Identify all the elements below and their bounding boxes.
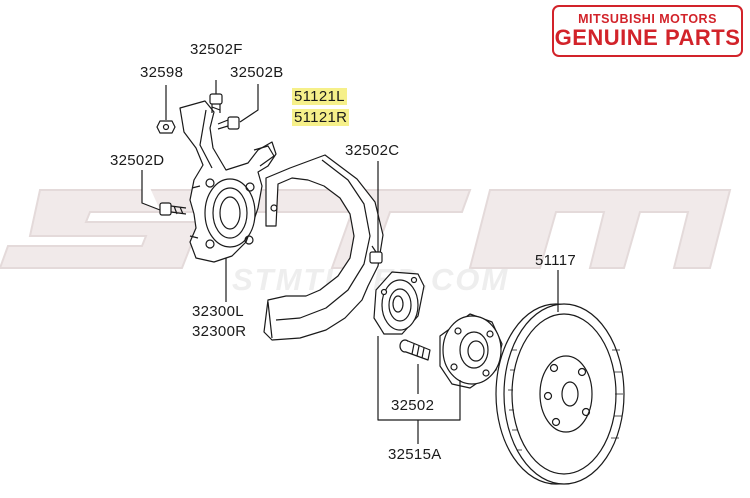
label-32300l: 32300L [192,303,244,320]
hub-bolt [399,339,431,361]
bolt-32502b [217,84,259,130]
highlighted-part-51121r: 51121R [292,109,350,126]
wheel-hub [439,313,503,389]
genuine-parts-badge: MITSUBISHI MOTORS GENUINE PARTS [552,5,743,57]
brake-rotor [495,303,625,485]
label-32502b: 32502B [230,64,284,81]
leader-lines [225,258,559,444]
bolt-32502f [209,80,223,113]
badge-brand: MITSUBISHI MOTORS [578,12,717,26]
hub-bearing [373,271,425,335]
badge-title: GENUINE PARTS [554,25,741,50]
bolt-32502c [369,161,383,264]
label-32502: 32502 [391,397,435,414]
bolt-32502d [141,170,187,216]
steering-knuckle [179,100,277,263]
dust-shield [263,154,384,341]
highlighted-part-51121l: 51121L [292,88,347,105]
label-32502f: 32502F [190,41,243,58]
label-32598: 32598 [140,64,184,81]
label-32502c: 32502C [345,142,400,159]
label-51121l: 51121L [292,88,347,105]
label-51117: 51117 [535,252,576,269]
nut-32598 [156,85,176,134]
label-32502d: 32502D [110,152,165,169]
label-32300r: 32300R [192,323,247,340]
label-51121r: 51121R [292,109,350,126]
label-32515a: 32515A [388,446,442,463]
